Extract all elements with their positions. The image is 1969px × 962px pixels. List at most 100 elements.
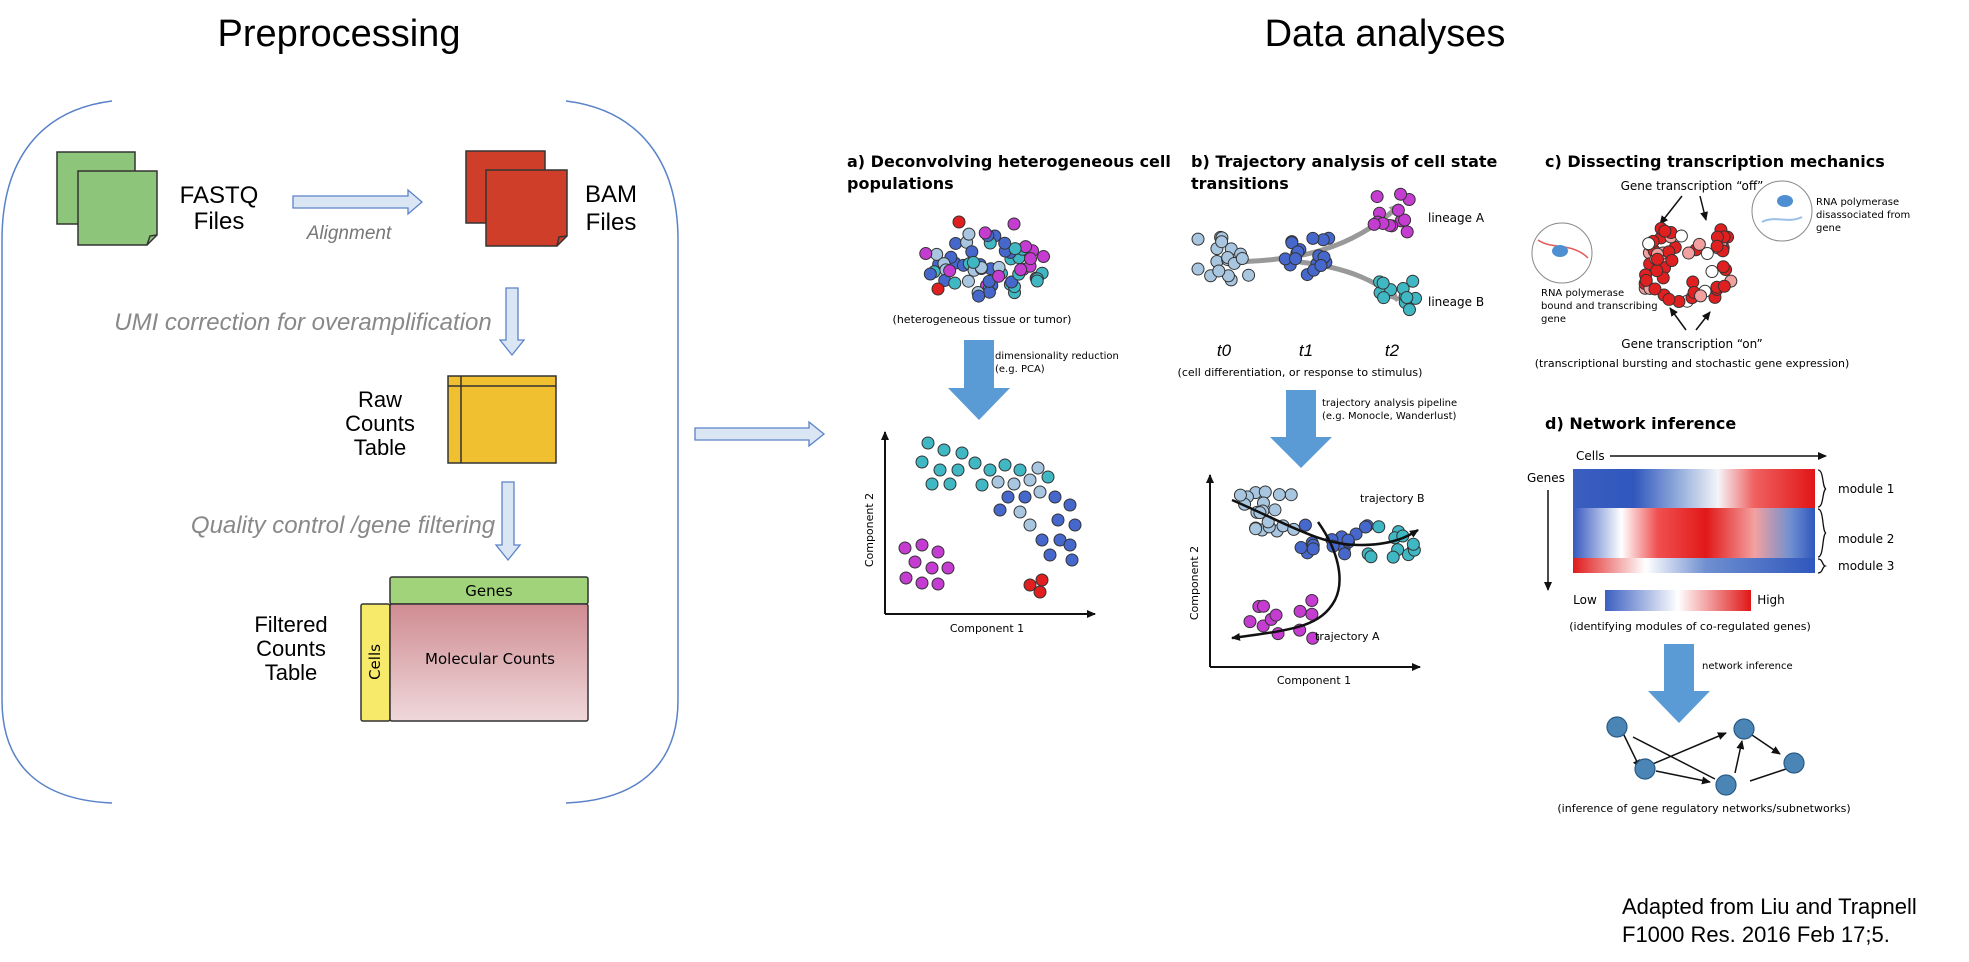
edge-1 xyxy=(1621,730,1641,769)
cell-dot xyxy=(1007,477,1021,491)
cell-dot xyxy=(978,226,992,240)
cell-dot xyxy=(975,478,989,492)
lineage-a-label: lineage A xyxy=(1428,211,1485,225)
cell-dot xyxy=(1001,490,1015,504)
cell-dot xyxy=(931,545,945,559)
cell-dot xyxy=(1041,470,1055,484)
cell-dot xyxy=(1033,485,1047,499)
left-bracket xyxy=(1,100,113,804)
brace-module-1 xyxy=(1817,469,1827,508)
cell-dot xyxy=(1400,290,1414,304)
cell-dot xyxy=(919,247,933,261)
panel-b-title-1: b) Trajectory analysis of cell state xyxy=(1191,152,1498,171)
cells-axis-label: Cells xyxy=(1576,449,1605,463)
diss-label-2: disassociated from xyxy=(1816,210,1910,221)
panel-d-caption-2: (inference of gene regulatory networks/s… xyxy=(1557,802,1850,815)
dna-strand-1 xyxy=(1761,216,1803,223)
cell-dot xyxy=(1289,252,1303,266)
cell-dot xyxy=(1674,229,1688,243)
cell-dot xyxy=(1705,265,1719,279)
cell-dot xyxy=(933,463,947,477)
diss-label-3: gene xyxy=(1816,223,1841,234)
cell-dot xyxy=(1682,246,1696,260)
cell-dot xyxy=(898,541,912,555)
cell-dot xyxy=(1272,488,1286,502)
trajectory-a-curve xyxy=(1231,521,1341,641)
cell-dot xyxy=(937,443,951,457)
network-node xyxy=(1606,716,1628,738)
cell-dot xyxy=(1063,538,1077,552)
cell-dot xyxy=(1284,488,1298,502)
gene-on-label: Gene transcription “on” xyxy=(1621,337,1762,351)
cell-dot xyxy=(1013,463,1027,477)
molecular-counts-label: Molecular Counts xyxy=(425,650,555,668)
panel-a-step-1: dimensionality reduction xyxy=(995,351,1119,362)
cell-dot xyxy=(1258,485,1272,499)
cell-dot xyxy=(1065,553,1079,567)
edge-3 xyxy=(1647,732,1727,767)
cell-dot xyxy=(972,289,986,303)
gene-off-label: Gene transcription “off” xyxy=(1621,179,1764,193)
cell-dot xyxy=(955,446,969,460)
bam-label-1: BAM xyxy=(585,181,637,208)
panel-a-caption: (heterogeneous tissue or tumor) xyxy=(893,313,1072,326)
cell-dot xyxy=(1048,490,1062,504)
bound-label-1: RNA polymerase xyxy=(1541,288,1624,299)
cell-dot xyxy=(1376,276,1390,290)
polymerase-blob-2 xyxy=(1552,245,1568,257)
cell-dot xyxy=(1243,615,1257,629)
filtered-label-3: Table xyxy=(265,660,318,685)
cell-dot xyxy=(949,236,963,250)
panel-b-scatter xyxy=(1233,485,1421,645)
cell-dot xyxy=(1650,252,1664,266)
cell-dot xyxy=(1024,252,1038,266)
color-legend-bar xyxy=(1605,590,1751,611)
off-arrow-2 xyxy=(1699,195,1708,221)
raw-label-1: Raw xyxy=(358,387,402,412)
cell-dot xyxy=(1285,236,1299,250)
genes-axis-label: Genes xyxy=(1527,471,1565,485)
cells-label: Cells xyxy=(366,644,384,680)
cell-dot xyxy=(951,463,965,477)
cell-dot xyxy=(1294,541,1308,555)
time-t1: t1 xyxy=(1299,341,1313,360)
cell-dot xyxy=(1235,251,1249,265)
cell-dot xyxy=(931,577,945,591)
cell-dot xyxy=(1037,250,1051,264)
panel-b-title-2: transitions xyxy=(1191,174,1289,193)
network-graph xyxy=(1606,716,1805,796)
filtered-label-2: Counts xyxy=(256,636,326,661)
cell-dot xyxy=(1338,547,1352,561)
down-arrow-qc xyxy=(494,481,522,562)
genes-label: Genes xyxy=(465,582,513,600)
right-bracket xyxy=(565,100,679,804)
network-node xyxy=(1715,774,1737,796)
cell-dot xyxy=(1306,542,1320,556)
credit-line-2: F1000 Res. 2016 Feb 17;5. xyxy=(1622,922,1890,947)
cell-dot xyxy=(941,561,955,575)
brace-module-2 xyxy=(1817,508,1827,558)
qc-label: Quality control /gene filtering xyxy=(191,512,496,539)
panel-c-title: c) Dissecting transcription mechanics xyxy=(1545,152,1885,171)
panel-a-step-2: (e.g. PCA) xyxy=(995,364,1045,375)
cell-dot xyxy=(1269,608,1283,622)
edge-4 xyxy=(1655,770,1711,785)
brace-module-3 xyxy=(1817,558,1828,574)
cell-dot xyxy=(1268,503,1282,517)
cell-dot xyxy=(998,458,1012,472)
cell-dot xyxy=(1023,473,1037,487)
cell-dot xyxy=(1013,505,1027,519)
cell-dot xyxy=(1023,518,1037,532)
cell-dot xyxy=(1648,282,1662,296)
network-node xyxy=(1634,758,1656,780)
edge-2 xyxy=(1632,736,1716,780)
cell-dot xyxy=(1658,224,1672,238)
panel-a-xlabel: Component 1 xyxy=(950,622,1024,635)
trajectory-a-label: trajectory A xyxy=(1315,630,1380,643)
trajectory-b-curve xyxy=(1231,498,1419,547)
alignment-arrow xyxy=(292,188,423,216)
off-arrow-1 xyxy=(1659,195,1683,225)
legend-low-label: Low xyxy=(1573,593,1597,607)
cell-dot xyxy=(1035,533,1049,547)
cell-dot xyxy=(943,477,957,491)
